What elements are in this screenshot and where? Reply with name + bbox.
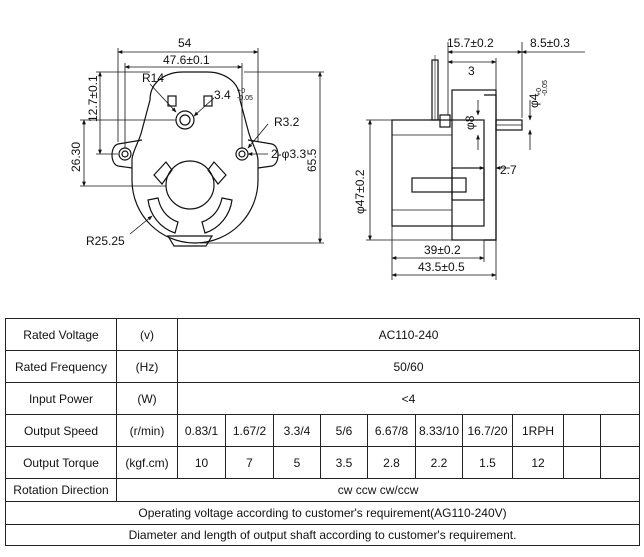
output-torque-cell: 3.5 xyxy=(320,446,368,479)
dim-total-depth: 43.5±0.5 xyxy=(418,260,465,274)
output-speed-label: Output Speed xyxy=(5,414,117,447)
output-torque-cell: 2.2 xyxy=(415,446,463,479)
front-mount-ear-left xyxy=(111,139,143,169)
dim-shaft-dia-tol-lower: -0.05 xyxy=(542,80,549,96)
rated-frequency-label: Rated Frequency xyxy=(5,350,117,383)
front-shaft xyxy=(175,110,195,130)
rated-voltage-label: Rated Voltage xyxy=(5,318,117,351)
dim-shaft-flat-tol-upper: +0 xyxy=(237,88,245,95)
dim-shaft-dia-tol-upper: +0 xyxy=(536,88,543,96)
row-note-voltage: Operating voltage according to customer'… xyxy=(4,501,641,525)
rotation-direction-label: Rotation Direction xyxy=(5,478,117,502)
dim-shaft-ext: 8.5±0.3 xyxy=(530,36,570,50)
rated-voltage-value: AC110-240 xyxy=(176,318,641,351)
output-speed-cell: 5/6 xyxy=(320,414,368,447)
output-speed-cell: 3.3/4 xyxy=(273,414,321,447)
row-rated-voltage: Rated Voltage (v) AC110-240 xyxy=(5,318,641,351)
spec-table: Rated Voltage (v) AC110-240 Rated Freque… xyxy=(4,318,641,546)
rated-frequency-value: 50/60 xyxy=(176,350,641,383)
dim-shaft-flat: 3.4 xyxy=(214,88,231,102)
dim-holes: 2-φ3.3 xyxy=(271,147,306,161)
dim-body-depth: 39±0.2 xyxy=(424,243,461,257)
dim-hole-to-top: 12.7±0.1 xyxy=(86,75,100,122)
output-torque-cell: 12 xyxy=(512,446,564,479)
output-torque-cell: 5 xyxy=(273,446,321,479)
rated-frequency-unit: (Hz) xyxy=(116,350,178,383)
output-speed-unit: (r/min) xyxy=(116,414,178,447)
dim-boss-radius: R3.2 xyxy=(274,115,300,129)
front-center-hub xyxy=(165,160,215,210)
front-view xyxy=(111,71,279,247)
front-mount-ear-right xyxy=(247,139,279,169)
dim-shaft-length: 15.7±0.2 xyxy=(447,36,494,50)
row-rotation-direction: Rotation Direction cw ccw cw/ccw xyxy=(5,478,641,502)
output-torque-label: Output Torque xyxy=(5,446,117,479)
output-speed-cell: 8.33/10 xyxy=(415,414,463,447)
dim-mount-spacing: 47.6±0.1 xyxy=(163,53,210,67)
dim-body-dia: φ47±0.2 xyxy=(353,169,367,214)
dim-width: 54 xyxy=(178,36,192,50)
output-torque-cell: 2.8 xyxy=(367,446,416,479)
output-torque-cell: 10 xyxy=(177,446,226,479)
dim-body-radius: R25.25 xyxy=(86,234,125,248)
output-speed-cell xyxy=(599,414,641,447)
input-power-value: <4 xyxy=(176,382,641,415)
note-shaft: Diameter and length of output shaft acco… xyxy=(4,524,641,546)
dim-step: 3 xyxy=(468,64,475,78)
output-torque-unit: (kgf.cm) xyxy=(116,446,178,479)
side-view xyxy=(391,55,523,241)
output-torque-cell: 1.5 xyxy=(462,446,513,479)
side-dimensions xyxy=(366,42,585,280)
row-output-torque: Output Torque (kgf.cm) 10 7 5 3.5 2.8 2.… xyxy=(5,446,641,479)
front-dimension-labels: 54 47.6±0.1 R14 3.4 +0 -0.05 R3.2 2-φ3.3… xyxy=(69,36,319,248)
side-gear-cover xyxy=(451,89,497,241)
front-body-outline xyxy=(131,71,259,244)
input-power-unit: (W) xyxy=(116,382,178,415)
row-output-speed: Output Speed (r/min) 0.83/1 1.67/2 3.3/4… xyxy=(5,414,641,447)
front-dimensions xyxy=(80,48,324,244)
technical-drawing: 54 47.6±0.1 R14 3.4 +0 -0.05 R3.2 2-φ3.3… xyxy=(69,36,585,280)
dim-hole-height: 26.30 xyxy=(69,142,83,172)
output-speed-cell xyxy=(563,414,601,447)
dim-height: 65.5 xyxy=(305,148,319,172)
row-rated-frequency: Rated Frequency (Hz) 50/60 xyxy=(5,350,641,383)
note-voltage: Operating voltage according to customer'… xyxy=(4,501,641,525)
dim-boss: 2.7 xyxy=(500,163,517,177)
output-speed-cell: 1RPH xyxy=(512,414,564,447)
front-mount-hole-left xyxy=(118,147,132,161)
output-torque-cell xyxy=(599,446,641,479)
output-torque-cell: 7 xyxy=(225,446,274,479)
row-input-power: Input Power (W) <4 xyxy=(5,382,641,415)
dim-shaft-flat-tol-lower: -0.05 xyxy=(237,95,253,102)
dim-shaft-dia: φ4 xyxy=(527,93,541,108)
output-speed-cell: 0.83/1 xyxy=(177,414,226,447)
output-speed-cell: 6.67/8 xyxy=(367,414,416,447)
side-front-plate xyxy=(484,94,497,241)
output-speed-cell: 16.7/20 xyxy=(462,414,513,447)
output-torque-cell xyxy=(563,446,601,479)
rotation-direction-value: cw ccw cw/ccw xyxy=(115,478,641,502)
dim-corner-radius: R14 xyxy=(142,71,164,85)
input-power-label: Input Power xyxy=(5,382,117,415)
output-speed-cell: 1.67/2 xyxy=(225,414,274,447)
side-dimension-labels: 15.7±0.2 8.5±0.3 3 φ4 +0 -0.05 φ8 2.7 φ4… xyxy=(353,36,570,274)
row-note-shaft: Diameter and length of output shaft acco… xyxy=(4,524,641,546)
dim-hub-dia: φ8 xyxy=(463,115,477,130)
front-mount-hole-right xyxy=(235,147,249,161)
rated-voltage-unit: (v) xyxy=(116,318,178,351)
